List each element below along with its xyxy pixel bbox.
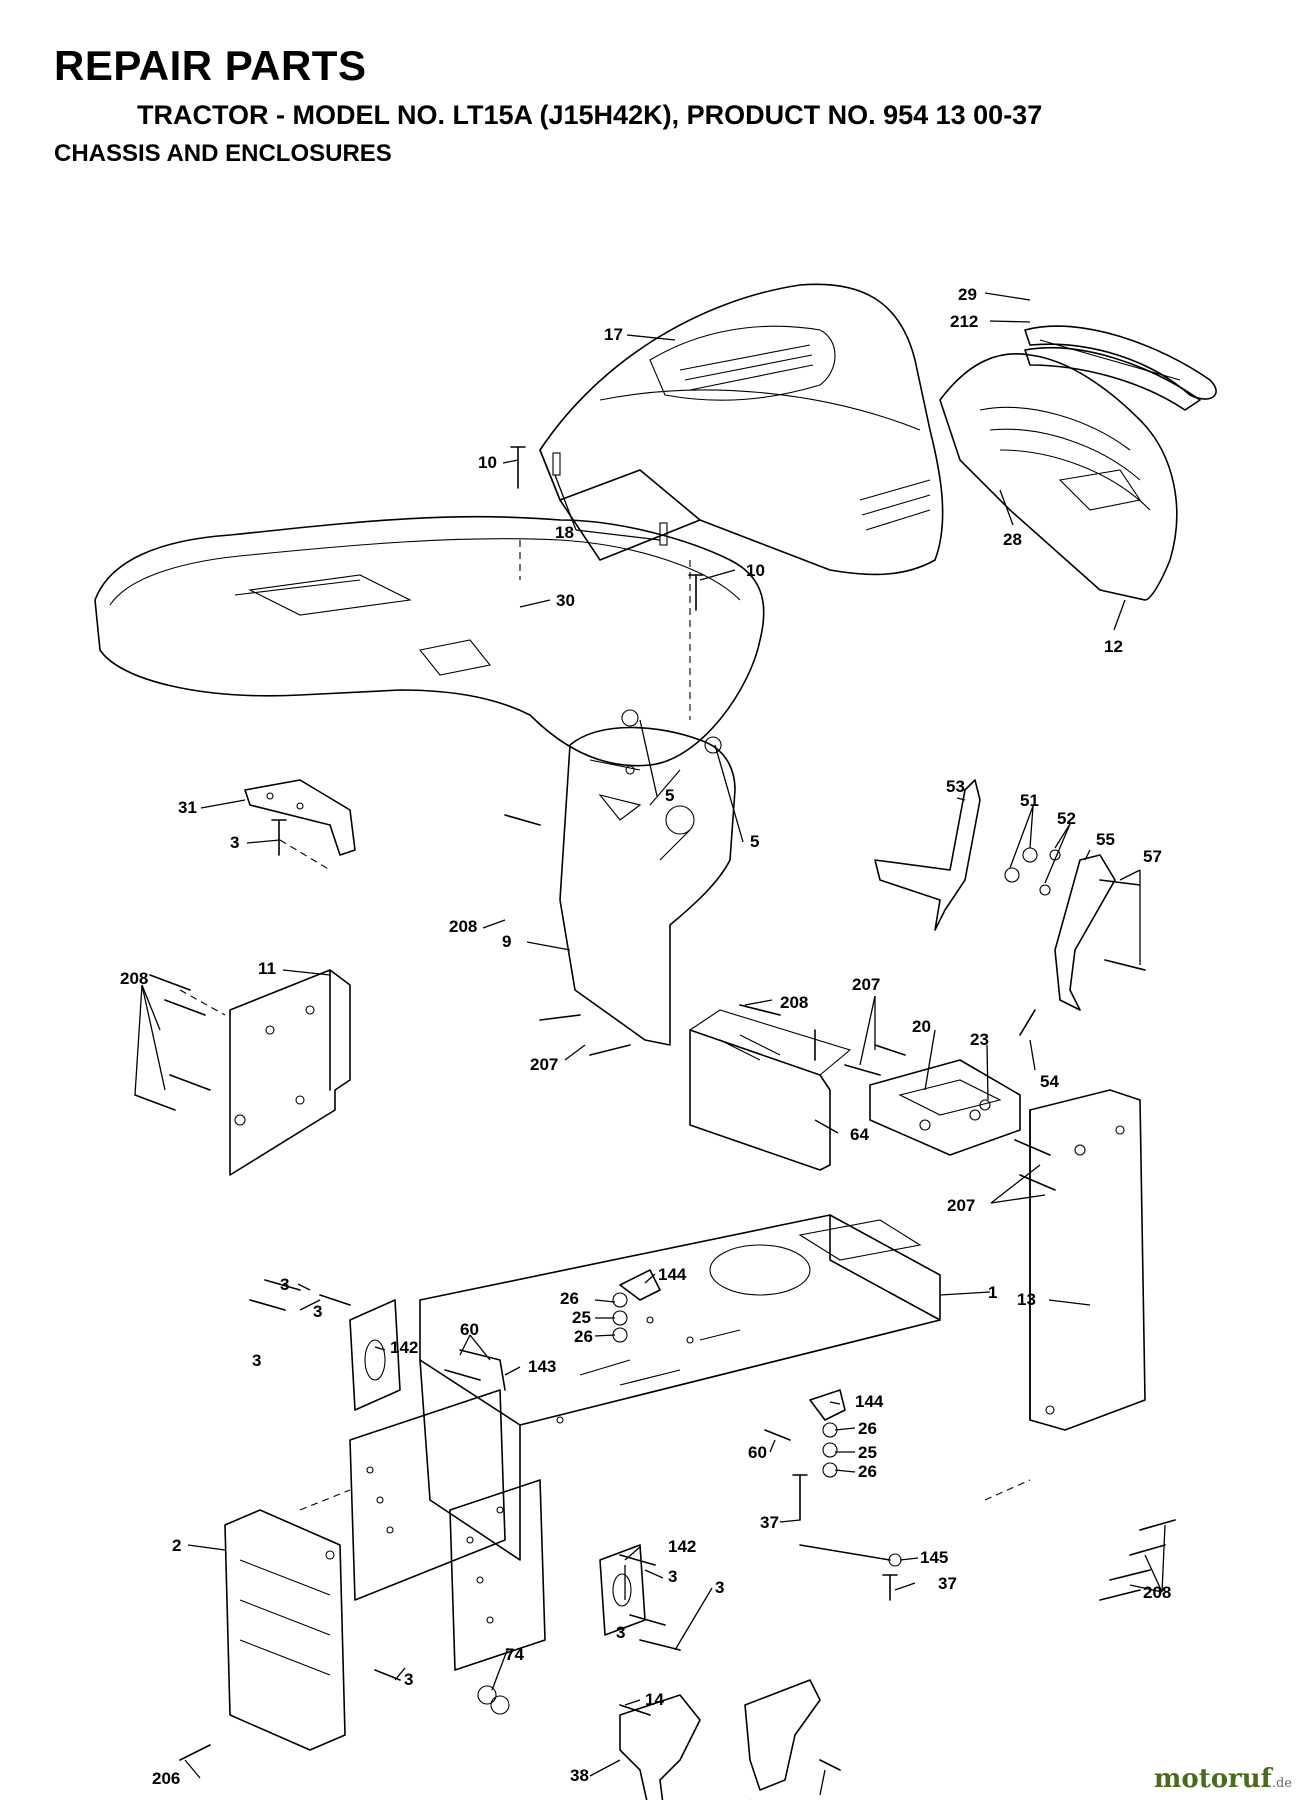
callout-51: 51 [1020, 791, 1039, 810]
plate-20 [869, 1059, 1021, 1156]
bolt-hardware [134, 446, 1176, 1771]
callout-17: 17 [604, 325, 623, 344]
callout-3: 3 [313, 1302, 322, 1321]
trim-piece-212 [1024, 346, 1201, 411]
callout-13: 13 [1017, 1290, 1036, 1309]
main-frame-1 [419, 1214, 941, 1561]
callout-25: 25 [858, 1443, 877, 1462]
callout-212: 212 [950, 312, 978, 331]
assembly-line [984, 1479, 1031, 1501]
callout-37: 37 [760, 1513, 779, 1532]
front-plate-2 [224, 1509, 346, 1751]
callout-52: 52 [1057, 809, 1076, 828]
section-title: CHASSIS AND ENCLOSURES [54, 140, 392, 167]
dash-panel-9 [559, 726, 736, 1046]
callout-74: 74 [505, 1645, 524, 1664]
inner-frame-plate [449, 1479, 546, 1671]
callout-3: 3 [616, 1623, 625, 1642]
callout-28: 28 [1003, 530, 1022, 549]
grille-part [939, 353, 1178, 601]
callout-57: 57 [1143, 847, 1162, 866]
callout-2: 2 [172, 1536, 181, 1555]
callout-3: 3 [715, 1578, 724, 1597]
assembly-line [299, 1489, 351, 1511]
callout-206: 206 [152, 1769, 180, 1788]
callout-142: 142 [668, 1537, 696, 1556]
callout-9: 9 [502, 932, 511, 951]
bracket-64 [689, 1009, 852, 1171]
callout-3: 3 [252, 1351, 261, 1370]
bracket-38-right [744, 1679, 821, 1791]
callout-3: 3 [404, 1670, 413, 1689]
callout-143: 143 [528, 1357, 556, 1376]
assembly-line [279, 839, 331, 871]
callout-54: 54 [1040, 1072, 1059, 1091]
callout-26: 26 [858, 1419, 877, 1438]
callout-10: 10 [746, 561, 765, 580]
side-frame-left [349, 1389, 506, 1601]
callout-208: 208 [1143, 1583, 1171, 1602]
trim-piece-29 [1024, 325, 1217, 400]
hood-part [539, 283, 944, 576]
callout-144: 144 [855, 1392, 884, 1411]
callout-3: 3 [280, 1275, 289, 1294]
callout-1: 1 [988, 1283, 997, 1302]
callout-208: 208 [120, 969, 148, 988]
bracket-144-right [809, 1389, 846, 1421]
assembly-line [179, 989, 226, 1016]
callout-208: 208 [449, 917, 477, 936]
callout-20: 20 [912, 1017, 931, 1036]
rod-145 [799, 1544, 891, 1561]
callout-3: 3 [230, 833, 239, 852]
bracket-53 [874, 779, 981, 931]
callout-18: 18 [555, 523, 574, 542]
leader-lines [134, 292, 1166, 1800]
callout-labels: 29 212 17 10 18 28 10 30 12 31 3 5 5 53 … [120, 285, 1171, 1800]
callout-26: 26 [574, 1327, 593, 1346]
callout-3: 3 [668, 1567, 677, 1586]
fender-part [94, 515, 765, 767]
watermark-logo: motoruf.de [1153, 1764, 1292, 1794]
callout-30: 30 [556, 591, 575, 610]
callout-55: 55 [1096, 830, 1115, 849]
callout-14: 14 [645, 1690, 664, 1709]
callout-23: 23 [970, 1030, 989, 1049]
callout-207: 207 [852, 975, 880, 994]
callout-10: 10 [478, 453, 497, 472]
bracket-31 [244, 779, 356, 856]
plate-142-left [349, 1299, 401, 1411]
page-title: REPAIR PARTS [54, 42, 367, 89]
side-panel-13 [1029, 1089, 1146, 1431]
callout-26: 26 [858, 1462, 877, 1481]
callout-37: 37 [938, 1574, 957, 1593]
callout-60: 60 [460, 1320, 479, 1339]
callout-11: 11 [258, 959, 276, 978]
side-panel-11 [229, 969, 351, 1176]
callout-142: 142 [390, 1338, 418, 1357]
callout-144: 144 [658, 1265, 687, 1284]
callout-208: 208 [780, 993, 808, 1012]
callout-207: 207 [947, 1196, 975, 1215]
callout-12: 12 [1104, 637, 1123, 656]
callout-53: 53 [946, 777, 965, 796]
callout-38: 38 [570, 1766, 589, 1785]
callout-29: 29 [958, 285, 977, 304]
bracket-144-top [619, 1269, 661, 1301]
callout-5: 5 [750, 832, 759, 851]
callout-26: 26 [560, 1289, 579, 1308]
callout-31: 31 [178, 798, 197, 817]
callout-64: 64 [850, 1125, 869, 1144]
callout-145: 145 [920, 1548, 948, 1567]
bracket-55 [1054, 854, 1116, 1011]
plate-142-right [599, 1544, 646, 1636]
bracket-38-left [619, 1694, 701, 1800]
callout-60: 60 [748, 1443, 767, 1462]
callout-5: 5 [665, 786, 674, 805]
model-subtitle: TRACTOR - MODEL NO. LT15A (J15H42K), PRO… [137, 100, 1043, 130]
callout-207: 207 [530, 1055, 558, 1074]
callout-25: 25 [572, 1308, 591, 1327]
